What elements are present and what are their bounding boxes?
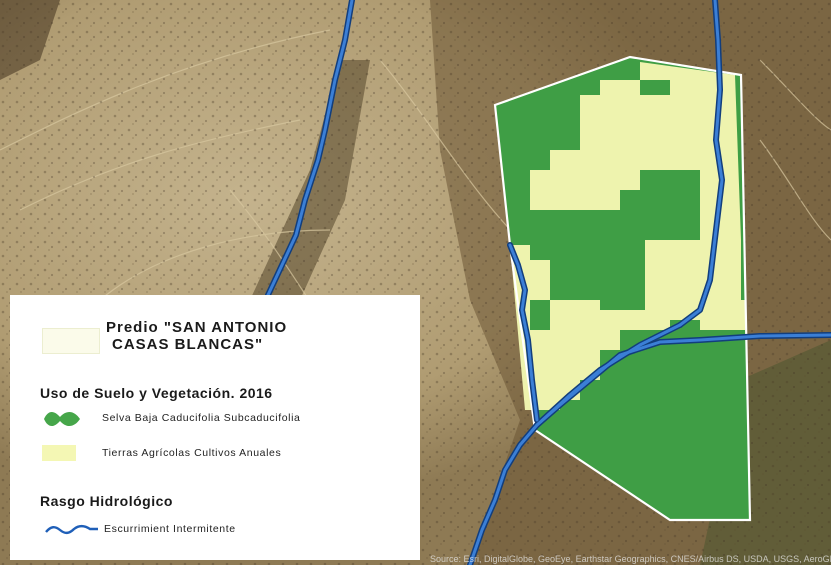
selva-label: Selva Baja Caducifolia Subcaducifolia bbox=[102, 412, 301, 424]
river-line-icon bbox=[45, 524, 98, 535]
land-use-title: Uso de Suelo y Vegetación. 2016 bbox=[40, 385, 273, 401]
map-attribution: Source: Esri, DigitalGlobe, GeoEye, Eart… bbox=[430, 554, 831, 564]
hydro-title: Rasgo Hidrológico bbox=[40, 493, 173, 509]
agricola-swatch bbox=[42, 445, 76, 461]
escurrimiento-label: Escurrimient Intermitente bbox=[104, 523, 236, 535]
predio-title: Predio "SAN ANTONIO CASAS BLANCAS" bbox=[106, 319, 287, 353]
agricola-label: Tierras Agrícolas Cultivos Anuales bbox=[102, 447, 282, 459]
predio-title-line2: CASAS BLANCAS" bbox=[112, 336, 264, 353]
map-legend: Predio "SAN ANTONIO CASAS BLANCAS" Uso d… bbox=[10, 295, 420, 560]
river-lines bbox=[265, 0, 831, 565]
predio-title-line1: Predio "SAN ANTONIO bbox=[106, 319, 288, 336]
predio-swatch bbox=[42, 328, 100, 354]
selva-swatch-icon bbox=[44, 411, 80, 427]
